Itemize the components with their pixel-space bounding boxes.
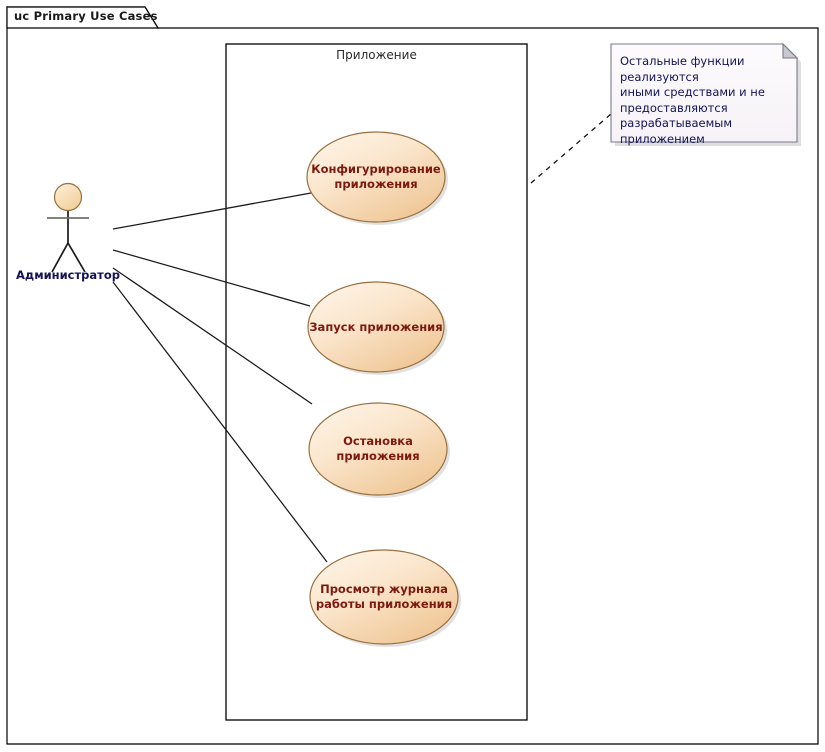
- use-case-ellipses: [306, 131, 461, 647]
- note-text-line4: разрабатываемым приложением: [620, 116, 733, 146]
- actor-right-leg: [67, 242, 86, 273]
- frame-label: uc Primary Use Cases: [14, 9, 158, 23]
- actor-label: Администратор: [16, 268, 120, 282]
- association-admin-to-start: [112, 249, 311, 307]
- actor-administrator[interactable]: [47, 182, 89, 273]
- note-anchor-line: [530, 113, 612, 184]
- use-case-view-log[interactable]: [309, 549, 459, 645]
- note-box[interactable]: [610, 42, 801, 146]
- association-admin-to-view-log: [112, 281, 328, 563]
- note-text-line3: предоставляются: [620, 100, 728, 115]
- association-admin-to-stop: [112, 267, 313, 405]
- note-text-line2: иными средствами и не: [620, 85, 765, 99]
- association-admin-to-configure: [112, 192, 312, 230]
- use-case-start[interactable]: [307, 281, 445, 373]
- note-fold-icon: [782, 42, 799, 59]
- actor-left-leg: [51, 242, 69, 273]
- system-boundary-label: Приложение: [336, 48, 417, 62]
- use-case-configure[interactable]: [306, 131, 446, 223]
- actor-head-icon: [53, 182, 83, 212]
- note-text-line1: Остальные функции реализуются: [620, 54, 745, 84]
- note-body: [610, 43, 798, 143]
- use-case-stop[interactable]: [308, 402, 448, 496]
- association-lines: [112, 192, 328, 563]
- note-text: Остальные функции реализуются иными сред…: [620, 54, 795, 147]
